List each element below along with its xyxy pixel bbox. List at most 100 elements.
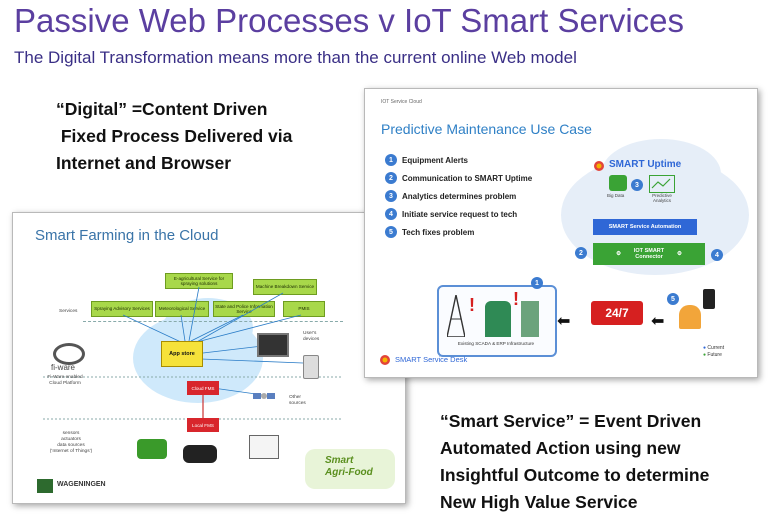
step-label: Initiate service request to tech	[402, 209, 518, 219]
services-divider	[83, 321, 343, 322]
sensors-line: (‘Internet of Things’)	[49, 449, 93, 454]
step-1-marker: 1	[531, 277, 543, 289]
service-box: State and Police Information Service	[213, 301, 275, 317]
legend-label: Current	[707, 345, 725, 351]
barn-icon	[249, 435, 279, 459]
digital-line: Internet and Browser	[56, 153, 232, 173]
step-number: 1	[385, 154, 397, 166]
big-data-label: Big Data	[607, 193, 625, 198]
step-number: 2	[385, 172, 397, 184]
gear-icon: ⚙	[616, 251, 621, 257]
smart-line: Insightful Outcome to determine	[440, 465, 710, 485]
iot-connector-bar: ⚙ IOT SMART Connector ⚙	[593, 243, 705, 265]
pm-step: 5 Tech fixes problem	[385, 225, 474, 239]
fiware-caption: Fi-Ware enabled Cloud Platform	[39, 375, 91, 387]
app-store-box: App store	[161, 341, 203, 367]
fiware-caption-line: Fi-Ware enabled	[47, 375, 83, 380]
digital-line: “Digital” =Content Driven	[56, 99, 268, 119]
uptime-logo-icon	[593, 159, 605, 171]
database-icon	[609, 175, 627, 191]
smart-farming-slide: Smart Farming in the Cloud Services E-ag…	[12, 212, 406, 504]
alert-icon: !	[513, 289, 519, 309]
step-label: Communication to SMART Uptime	[402, 173, 533, 183]
smart-agrifood-line: Agri-Food	[325, 467, 373, 478]
laptop-icon	[257, 333, 289, 357]
legend-item: ● Current	[703, 345, 725, 351]
smart-service-definition: “Smart Service” = Event Driven Automated…	[440, 408, 709, 516]
step-number: 5	[385, 226, 397, 238]
gear-icon: ⚙	[677, 251, 682, 257]
step-4-marker: 4	[711, 249, 723, 261]
analytics-chart-icon	[649, 175, 675, 193]
wageningen-label: WAGENINGEN	[57, 481, 106, 488]
pm-header: IOT Service Cloud	[381, 99, 422, 105]
smart-agrifood-line: Smart	[325, 455, 354, 466]
smart-line: Automated Action using new	[440, 438, 681, 458]
legend-item: ● Future	[703, 352, 722, 358]
step-5-marker: 5	[667, 293, 679, 305]
alert-icon: !	[469, 295, 475, 315]
pm-cloud-shape	[601, 139, 721, 209]
legend: ● Current ● Future	[703, 345, 724, 359]
digital-line: Fixed Process Delivered via	[56, 126, 293, 146]
sensors-line: data sources	[57, 443, 85, 448]
other-sources-label: Other sources	[289, 395, 306, 406]
step-label: Tech fixes problem	[402, 227, 475, 237]
tank-icon	[521, 301, 539, 337]
slide-title: Passive Web Processes v IoT Smart Servic…	[14, 2, 685, 39]
service-desk-logo-icon	[379, 353, 391, 365]
pm-step: 2 Communication to SMART Uptime	[385, 171, 532, 185]
service-box: E-agricultural Service for spraying solu…	[165, 273, 233, 289]
step-3-marker: 3	[631, 179, 643, 191]
step-number: 4	[385, 208, 397, 220]
fiware-logo-icon	[53, 343, 85, 365]
smart-agrifood-label: Smart Agri-Food	[325, 455, 373, 479]
step-2-marker: 2	[575, 247, 587, 259]
phone-icon	[303, 355, 319, 379]
oil-rig-icon	[446, 294, 466, 338]
pm-step: 4 Initiate service request to tech	[385, 207, 517, 221]
tractor-icon	[137, 439, 167, 459]
satellite-icon	[253, 389, 275, 403]
users-devices-label: User's devices	[303, 331, 320, 342]
predictive-analytics-label: Predictive Analytics	[652, 193, 672, 203]
phone-icon	[703, 289, 715, 309]
local-fms-box: Local FMS	[187, 418, 219, 432]
truck-icon: 24/7	[591, 301, 643, 325]
arrow-left-icon: ⬅	[557, 313, 571, 330]
scada-label: Existing SCADA & ERP Infrastructure	[457, 341, 535, 346]
sensors-line: sensors	[62, 431, 80, 436]
arrow-left-icon: ⬅	[651, 313, 665, 330]
service-box: PMIS	[283, 301, 325, 317]
services-label: Services	[59, 309, 78, 314]
step-label: Equipment Alerts	[402, 155, 468, 165]
smart-line: “Smart Service” = Event Driven	[440, 411, 702, 431]
cloud-fms-box: Cloud FMS	[187, 381, 219, 395]
service-automation-bar: SMART Service Automation	[593, 219, 697, 235]
wageningen-logo-icon	[37, 479, 53, 493]
connector-label: IOT SMART Connector	[633, 248, 665, 260]
step-number: 3	[385, 190, 397, 202]
service-desk-label: SMART Service Desk	[395, 355, 468, 364]
pm-step: 3 Analytics determines problem	[385, 189, 516, 203]
sensors-label: sensors actuators data sources (‘Interne…	[43, 431, 99, 455]
pm-step: 1 Equipment Alerts	[385, 153, 468, 167]
step-label: Analytics determines problem	[402, 191, 517, 201]
digital-definition: “Digital” =Content Driven Fixed Process …	[56, 96, 292, 177]
legend-label: Future	[707, 352, 722, 358]
smart-line: New High Value Service	[440, 492, 638, 512]
smart-agrifood-logo-icon	[305, 449, 395, 489]
pm-title: Predictive Maintenance Use Case	[381, 121, 592, 137]
slide-subtitle: The Digital Transformation means more th…	[14, 48, 577, 67]
predictive-maintenance-slide: IOT Service Cloud Predictive Maintenance…	[364, 88, 758, 378]
cow-icon	[183, 445, 217, 463]
fiware-caption-line: Cloud Platform	[49, 381, 81, 386]
sensors-line: actuators	[61, 437, 81, 442]
farming-title: Smart Farming in the Cloud	[35, 227, 219, 244]
fiware-name: fi-ware	[51, 363, 76, 372]
tank-icon	[485, 301, 511, 337]
smart-uptime-label: SMART Uptime	[609, 159, 682, 170]
service-box: Spraying Advisory Services	[91, 301, 153, 317]
technician-icon	[679, 305, 701, 329]
service-box: Machine Breakdown Service	[253, 279, 317, 295]
